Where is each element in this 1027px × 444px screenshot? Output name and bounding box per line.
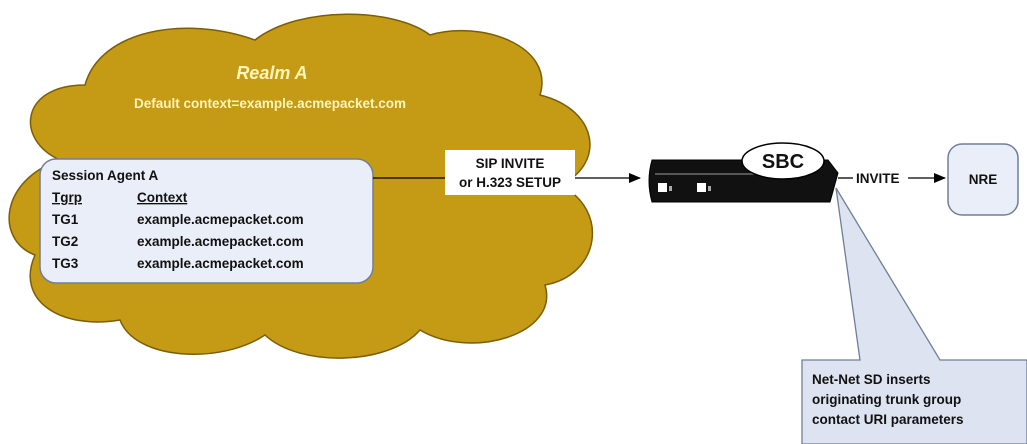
column-header-tgrp: Tgrp: [52, 190, 82, 205]
tgrp-cell: TG1: [52, 212, 79, 227]
nre-label: NRE: [969, 172, 998, 187]
sbc-label-oval: [741, 142, 825, 180]
tgrp-cell: TG2: [52, 234, 78, 249]
context-cell: example.acmepacket.com: [137, 256, 304, 271]
realm-title: Realm A: [236, 63, 307, 83]
invite-label-bg: [445, 150, 575, 195]
realm-default-context: Default context=example.acmepacket.com: [134, 96, 406, 111]
context-cell: example.acmepacket.com: [137, 212, 304, 227]
invite-label-line1: SIP INVITE: [476, 156, 545, 171]
sbc-device: SBC: [648, 142, 839, 203]
sbc-port-icon: [697, 183, 706, 192]
callout-line3: contact URI parameters: [812, 412, 964, 427]
invite-out-label: INVITE: [856, 171, 900, 186]
sbc-port-icon: [669, 186, 672, 191]
session-agent-title: Session Agent A: [52, 168, 159, 183]
session-agent-box: [39, 158, 374, 284]
sbc-port-icon: [658, 183, 667, 192]
sbc-label: SBC: [762, 151, 804, 173]
column-header-context: Context: [137, 190, 188, 205]
sbc-port-icon: [708, 186, 711, 191]
tgrp-cell: TG3: [52, 256, 79, 271]
context-cell: example.acmepacket.com: [137, 234, 304, 249]
invite-label-line2: or H.323 SETUP: [459, 175, 561, 190]
callout-balloon: [801, 187, 1027, 444]
callout-line1: Net-Net SD inserts: [812, 372, 931, 387]
nre-box: [947, 143, 1019, 216]
callout-line2: originating trunk group: [812, 392, 961, 407]
